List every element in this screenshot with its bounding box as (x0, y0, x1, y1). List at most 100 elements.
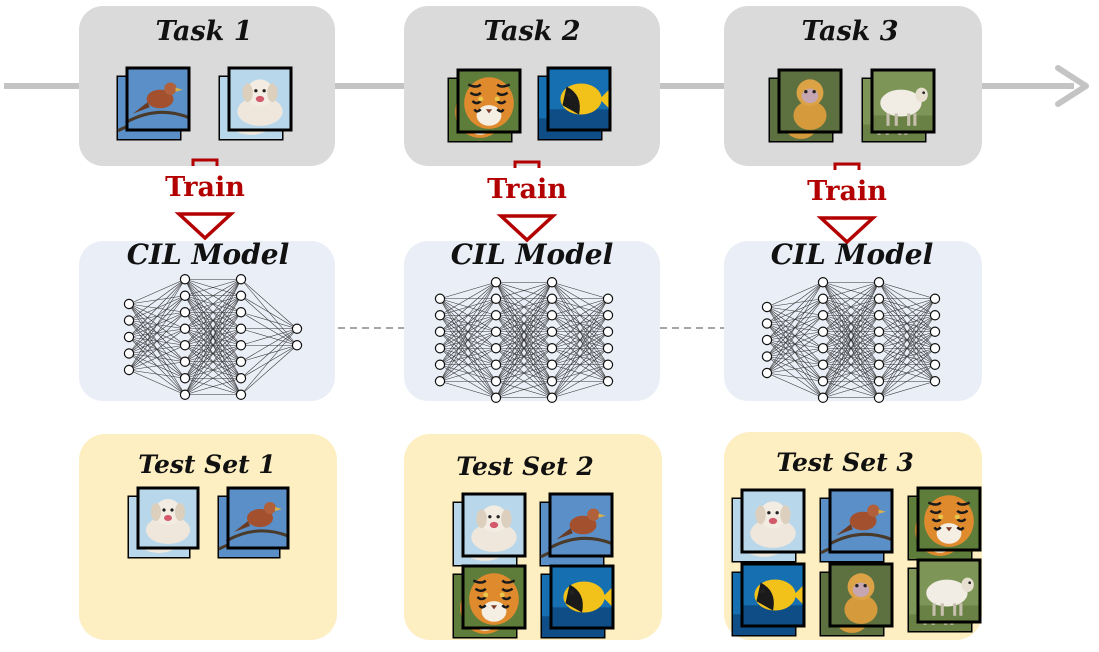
test-set-2-title: Test Set 2 (456, 452, 594, 481)
test-1-dog-icon (127, 486, 200, 559)
network-edge (822, 282, 880, 349)
network-edge (551, 281, 609, 300)
network-edge (128, 279, 186, 354)
network-edge (551, 298, 609, 349)
network-edge (240, 328, 298, 395)
test-3-bird-icon (819, 488, 894, 563)
task-3-monkey-icon (768, 68, 843, 143)
network-edge (184, 377, 242, 396)
network-edge (878, 380, 936, 399)
network-edge (822, 380, 880, 399)
network-edge (878, 281, 936, 300)
network-node (817, 343, 829, 354)
test-box-1 (79, 434, 337, 640)
network-node (929, 310, 941, 321)
network-edge (878, 298, 936, 382)
network-edge (822, 315, 880, 398)
network-node (873, 359, 885, 370)
network-node (817, 277, 829, 288)
network-node (929, 293, 941, 304)
network-node (179, 274, 191, 285)
network-edge (766, 282, 824, 324)
network-node (546, 326, 558, 337)
task-2-title: Task 2 (483, 16, 581, 47)
network-edge (822, 298, 880, 398)
network-node (873, 376, 885, 387)
network-edge (878, 364, 936, 398)
network-edge (822, 282, 880, 365)
network-edge (128, 344, 186, 371)
network-node (235, 340, 247, 351)
network-edge (766, 282, 824, 374)
network-node (761, 301, 773, 313)
network-edge (240, 311, 298, 330)
network-edge (495, 281, 553, 300)
network-node (602, 310, 614, 321)
network-edge (184, 279, 242, 395)
network-node (179, 356, 191, 367)
network-node (291, 340, 303, 351)
train-label-3: Train (807, 176, 887, 207)
network-node (761, 334, 773, 346)
network-edge (128, 278, 186, 305)
network-edge (184, 279, 242, 362)
task-1-title: Task 1 (155, 16, 253, 47)
network-edge (822, 348, 880, 398)
train-arrow-1 (174, 158, 236, 241)
network-edge (551, 298, 609, 332)
network-node (546, 310, 558, 321)
network-node (123, 315, 135, 326)
train-arrow-2 (496, 160, 558, 243)
network-edge (551, 380, 609, 399)
network-edge (240, 328, 298, 346)
test-2-bird-icon (539, 492, 614, 567)
network-node (929, 343, 941, 354)
network-node (490, 343, 502, 354)
network-edge (439, 315, 497, 382)
train-triangle (174, 212, 236, 241)
network-edge (495, 298, 553, 398)
network-edge (439, 282, 497, 332)
network-edge (128, 312, 186, 371)
network-edge (766, 364, 824, 374)
network-node (817, 326, 829, 337)
test-3-tiger-icon (907, 486, 982, 561)
network-node (490, 293, 502, 304)
test-2-fish-icon (540, 564, 615, 639)
network-node (602, 359, 614, 370)
test-set-3-title: Test Set 3 (776, 448, 914, 477)
network-edge (184, 345, 242, 395)
network-node (602, 293, 614, 304)
network-edge (439, 364, 497, 382)
task-3-title: Task 3 (801, 16, 899, 47)
network-edge (495, 315, 553, 398)
network-edge (240, 345, 298, 395)
network-edge (439, 380, 497, 399)
network-edge (822, 282, 880, 382)
network-node (929, 376, 941, 387)
network-node (123, 348, 135, 359)
train-label-1: Train (165, 172, 245, 203)
train-bracket (191, 158, 219, 166)
network-edge (766, 315, 824, 374)
test-3-dog-icon (731, 488, 806, 563)
network-edge (128, 295, 186, 371)
network-edge (128, 279, 186, 371)
test-2-dog-icon (452, 492, 527, 567)
network-edge (128, 361, 186, 371)
network-node (602, 326, 614, 337)
test-set-1-title: Test Set 1 (138, 450, 276, 479)
network-node (490, 277, 502, 288)
network-node (235, 323, 247, 334)
network-node (490, 376, 502, 387)
network-edge (439, 282, 497, 316)
network-node (761, 367, 773, 379)
network-node (602, 343, 614, 354)
network-node (490, 310, 502, 321)
network-edge (128, 279, 186, 321)
network-node (817, 310, 829, 321)
network-edge (822, 331, 880, 398)
network-node (235, 307, 247, 318)
network-node (123, 331, 135, 343)
